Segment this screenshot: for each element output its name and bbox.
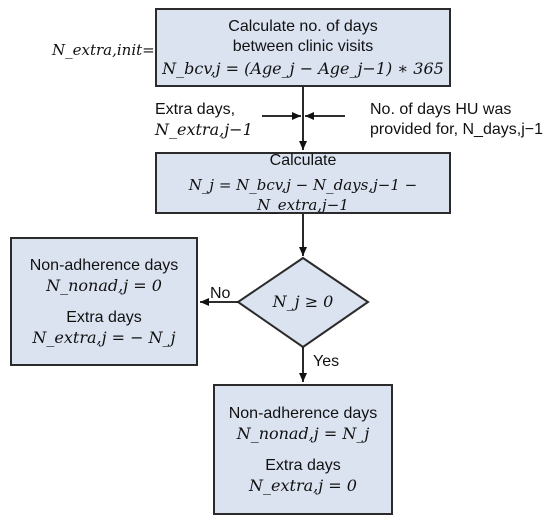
box1-line1: Calculate no. of days — [228, 17, 378, 35]
box2-formula: N_j = N_bcv,j − N_days,j−1 − N_extra,j−1 — [188, 176, 418, 214]
yes-box-title2: Extra days — [265, 456, 341, 474]
yes-branch-label: Yes — [313, 353, 340, 370]
yes-outcome-box: Non-adherence days N_nonad,j = N_j Extra… — [213, 384, 393, 515]
no-box-title1: Non-adherence days — [29, 256, 179, 274]
hu-days-input-label: No. of days HU was provided for, N_days,… — [370, 100, 543, 140]
no-branch-label: No — [210, 285, 231, 302]
decision-condition: N_j ≥ 0 — [272, 292, 334, 311]
yes-box-title1: Non-adherence days — [228, 404, 378, 422]
box2-line1: Calculate — [269, 152, 337, 169]
box1-line2: between clinic visits — [232, 37, 374, 55]
extra-days-input-label: Extra days, N_extra,j−1 — [155, 100, 253, 140]
yes-box-eq2: N_extra,j = 0 — [249, 475, 357, 495]
yes-box-eq1: N_nonad,j = N_j — [236, 423, 370, 443]
no-box-eq1: N_nonad,j = 0 — [46, 275, 162, 295]
calculate-nj-box: Calculate N_j = N_bcv,j − N_days,j−1 − N… — [155, 152, 451, 214]
hu-days-line2: provided for, N_days,j−1 — [370, 121, 543, 138]
init-label: N_extra,init=0 — [52, 41, 165, 59]
no-box-title2: Extra days — [66, 308, 142, 326]
box1-formula: N_bcv,j = (Age_j − Age_j−1) ∗ 365 — [162, 58, 444, 78]
extra-days-line2: N_extra,j−1 — [155, 120, 253, 139]
hu-days-line1: No. of days HU was — [370, 101, 512, 118]
no-outcome-box: Non-adherence days N_nonad,j = 0 Extra d… — [10, 237, 198, 366]
no-box-eq2: N_extra,j = − N_j — [32, 327, 176, 347]
calculate-days-box: Calculate no. of days between clinic vis… — [155, 8, 451, 87]
extra-days-line1: Extra days, — [155, 101, 236, 118]
